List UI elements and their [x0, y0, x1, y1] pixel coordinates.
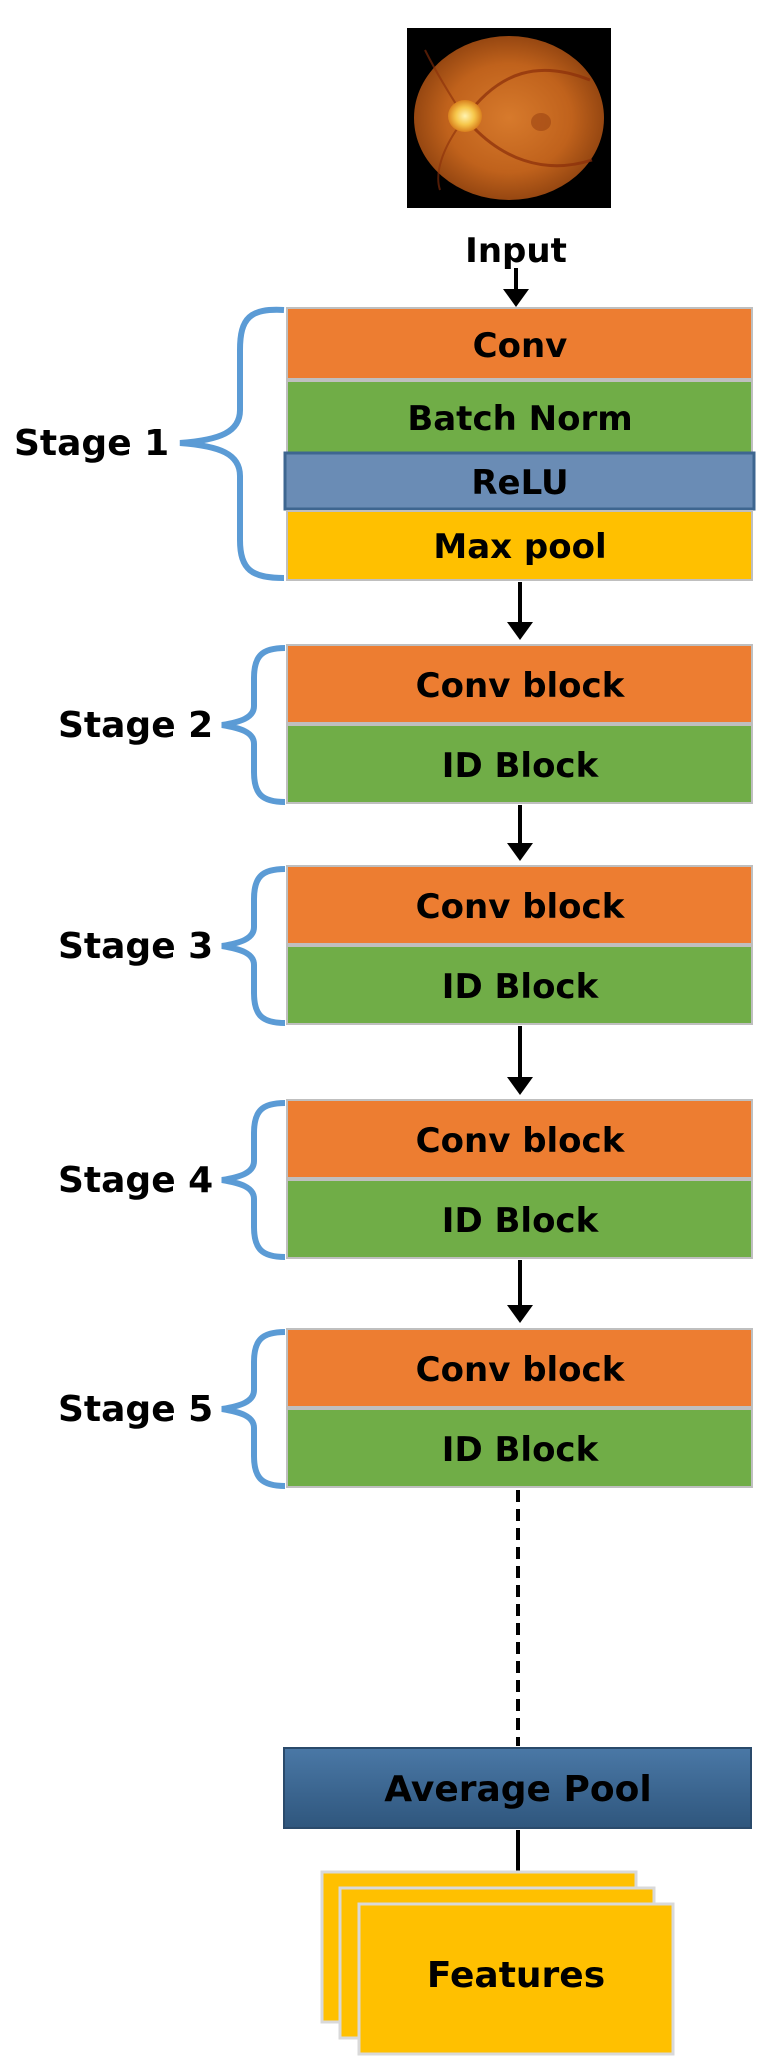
arrow-stage2-to-stage3	[507, 805, 533, 861]
average-pool-label: Average Pool	[384, 1769, 651, 1810]
stage1-batchnorm-label: Batch Norm	[407, 399, 632, 439]
stage-5: Conv block ID Block Stage 5	[58, 1328, 753, 1489]
average-pool: Average Pool	[283, 1747, 752, 1829]
arrow-input-to-stage1	[503, 268, 529, 307]
stage1-relu-label: ReLU	[471, 463, 568, 503]
stage2-brace	[221, 645, 286, 805]
stage1-maxpool-label: Max pool	[433, 527, 606, 567]
stage5-conv-block	[286, 1328, 753, 1408]
stage1-conv-label: Conv	[473, 326, 568, 366]
input-image	[407, 28, 611, 208]
stage4-label: Stage 4	[58, 1160, 213, 1201]
stage5-conv-label: Conv block	[416, 1350, 626, 1390]
stage-4: Conv block ID Block Stage 4	[58, 1099, 753, 1260]
arrow-stage1-to-stage2	[507, 582, 533, 640]
stage-3: Conv block ID Block Stage 3	[58, 865, 753, 1026]
features-label: Features	[427, 1955, 605, 1996]
stage2-id-label: ID Block	[442, 746, 600, 786]
stage5-label: Stage 5	[58, 1389, 213, 1430]
stage3-conv-label: Conv block	[416, 887, 626, 927]
arrow-stage4-to-stage5	[507, 1260, 533, 1323]
stage2-label: Stage 2	[58, 705, 213, 746]
stage-1: Conv Batch Norm ReLU Max pool Stage 1	[14, 306, 756, 581]
stage3-label: Stage 3	[58, 926, 213, 967]
stage3-id-block	[286, 945, 753, 1025]
stage4-conv-label: Conv block	[416, 1121, 626, 1161]
input-label: Input	[465, 231, 567, 271]
stage1-brace	[179, 306, 285, 581]
features-front-card	[357, 1902, 675, 2056]
stage2-id-block	[286, 724, 753, 804]
stage4-conv-block	[286, 1099, 753, 1179]
stage5-id-block	[286, 1408, 753, 1488]
stage1-conv-block	[286, 307, 753, 380]
features-stack: Features	[320, 1870, 675, 2056]
stage2-conv-label: Conv block	[416, 666, 626, 706]
arrow-stage3-to-stage4	[507, 1026, 533, 1095]
stage2-conv-block	[286, 644, 753, 724]
average-pool-block	[283, 1747, 752, 1829]
stage4-id-block	[286, 1179, 753, 1259]
stage3-conv-block	[286, 865, 753, 945]
stage4-id-label: ID Block	[442, 1201, 600, 1241]
stage5-brace	[221, 1329, 286, 1489]
stage3-id-label: ID Block	[442, 967, 600, 1007]
stage-2: Conv block ID Block Stage 2	[58, 644, 753, 805]
stage3-brace	[221, 866, 286, 1026]
stage1-relu-block	[283, 451, 756, 511]
stage1-label: Stage 1	[14, 423, 169, 464]
stage1-maxpool-block	[286, 510, 753, 581]
stage5-id-label: ID Block	[442, 1430, 600, 1470]
stage4-brace	[221, 1100, 286, 1260]
